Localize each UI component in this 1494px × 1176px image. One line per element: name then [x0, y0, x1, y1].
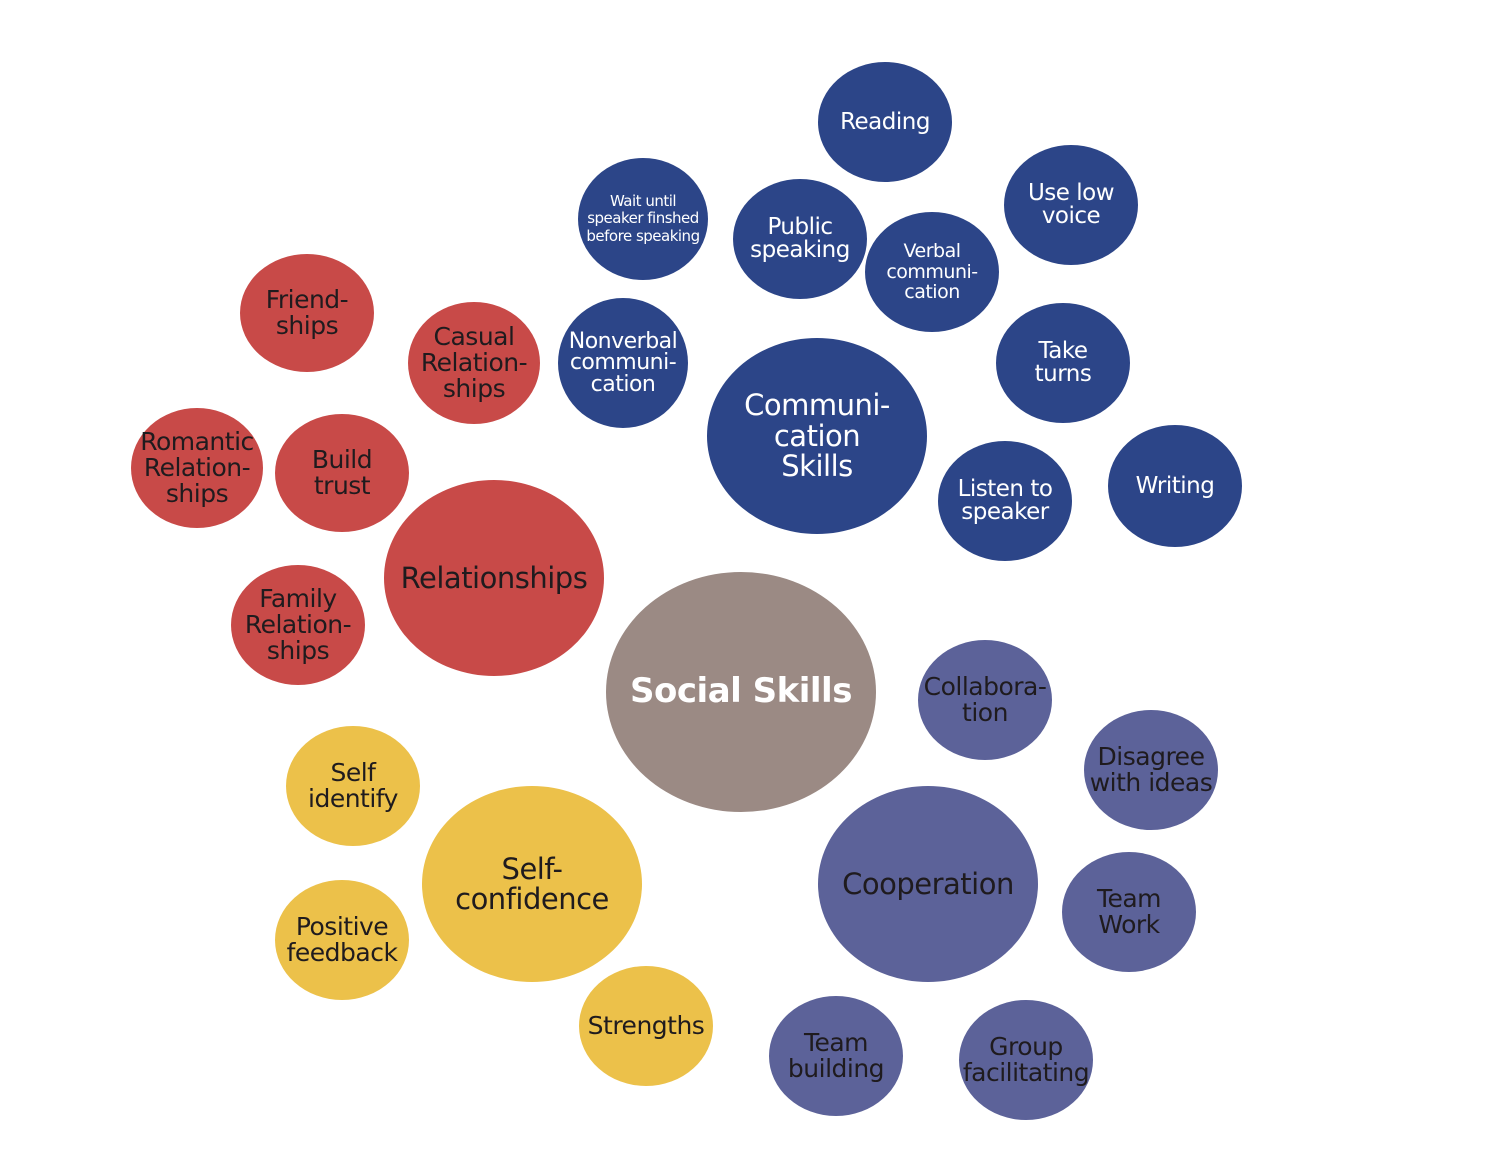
- listen-to-speaker-bubble: Listen to speaker: [938, 441, 1072, 561]
- disagree-with-ideas-bubble: Disagree with ideas: [1084, 710, 1218, 830]
- public-speaking-label: Public speaking: [750, 214, 850, 263]
- writing-bubble: Writing: [1108, 425, 1242, 547]
- self-identify-label: Self identify: [308, 757, 398, 813]
- romantic-relationships-label: Romantic Relation- ships: [140, 426, 254, 509]
- disagree-with-ideas-label: Disagree with ideas: [1089, 741, 1213, 797]
- team-building-bubble: Team building: [769, 996, 903, 1116]
- take-turns-label: Take turns: [1034, 338, 1092, 387]
- reading-label: Reading: [840, 108, 930, 135]
- self-identify-bubble: Self identify: [286, 726, 420, 846]
- listen-to-speaker-label: Listen to speaker: [957, 476, 1053, 525]
- self-confidence-hub-bubble: Self- confidence: [422, 786, 642, 982]
- positive-feedback-label: Positive feedback: [286, 911, 398, 967]
- self-confidence-label: Self- confidence: [455, 851, 609, 916]
- verbal-communication-label: Verbal communi- cation: [886, 239, 978, 304]
- communication-skills-label: Communi- cation Skills: [744, 388, 890, 484]
- casual-relationships-bubble: Casual Relation- ships: [408, 302, 540, 424]
- family-relationships-bubble: Family Relation- ships: [231, 565, 365, 685]
- group-facilitating-label: Group facilitating: [962, 1031, 1090, 1087]
- use-low-voice-bubble: Use low voice: [1004, 145, 1138, 265]
- collaboration-bubble: Collabora- tion: [918, 640, 1052, 760]
- use-low-voice-label: Use low voice: [1027, 180, 1115, 229]
- cooperation-label: Cooperation: [842, 866, 1014, 901]
- friendships-bubble: Friend- ships: [240, 254, 374, 372]
- communication-skills-hub-bubble: Communi- cation Skills: [707, 338, 927, 534]
- group-facilitating-bubble: Group facilitating: [959, 1000, 1093, 1120]
- team-building-label: Team building: [787, 1027, 885, 1083]
- strengths-label: Strengths: [587, 1010, 705, 1040]
- reading-bubble: Reading: [818, 62, 952, 182]
- verbal-communication-bubble: Verbal communi- cation: [865, 212, 999, 332]
- family-relationships-label: Family Relation- ships: [244, 583, 352, 666]
- take-turns-bubble: Take turns: [996, 303, 1130, 423]
- nonverbal-communication-bubble: Nonverbal communi- cation: [558, 298, 688, 428]
- casual-relationships-label: Casual Relation- ships: [420, 321, 528, 404]
- positive-feedback-bubble: Positive feedback: [275, 880, 409, 1000]
- friendships-label: Friend- ships: [265, 284, 349, 340]
- team-work-label: Team Work: [1096, 883, 1162, 939]
- collaboration-label: Collabora- tion: [923, 671, 1047, 727]
- team-work-bubble: Team Work: [1062, 852, 1196, 972]
- relationships-label: Relationships: [400, 560, 588, 595]
- strengths-bubble: Strengths: [579, 966, 713, 1086]
- wait-until-speaker-finished-bubble: Wait until speaker finshed before speaki…: [578, 158, 708, 280]
- romantic-relationships-bubble: Romantic Relation- ships: [131, 408, 263, 528]
- nonverbal-communication-label: Nonverbal communi- cation: [568, 328, 678, 397]
- relationships-hub-bubble: Relationships: [384, 480, 604, 676]
- wait-until-speaker-finished-label: Wait until speaker finshed before speaki…: [586, 192, 700, 245]
- writing-label: Writing: [1135, 472, 1215, 499]
- social-skills-label: Social Skills: [630, 671, 852, 712]
- social-skills-center-bubble: Social Skills: [606, 572, 876, 812]
- build-trust-label: Build trust: [311, 444, 373, 500]
- build-trust-bubble: Build trust: [275, 414, 409, 532]
- public-speaking-bubble: Public speaking: [733, 179, 867, 299]
- cooperation-hub-bubble: Cooperation: [818, 786, 1038, 982]
